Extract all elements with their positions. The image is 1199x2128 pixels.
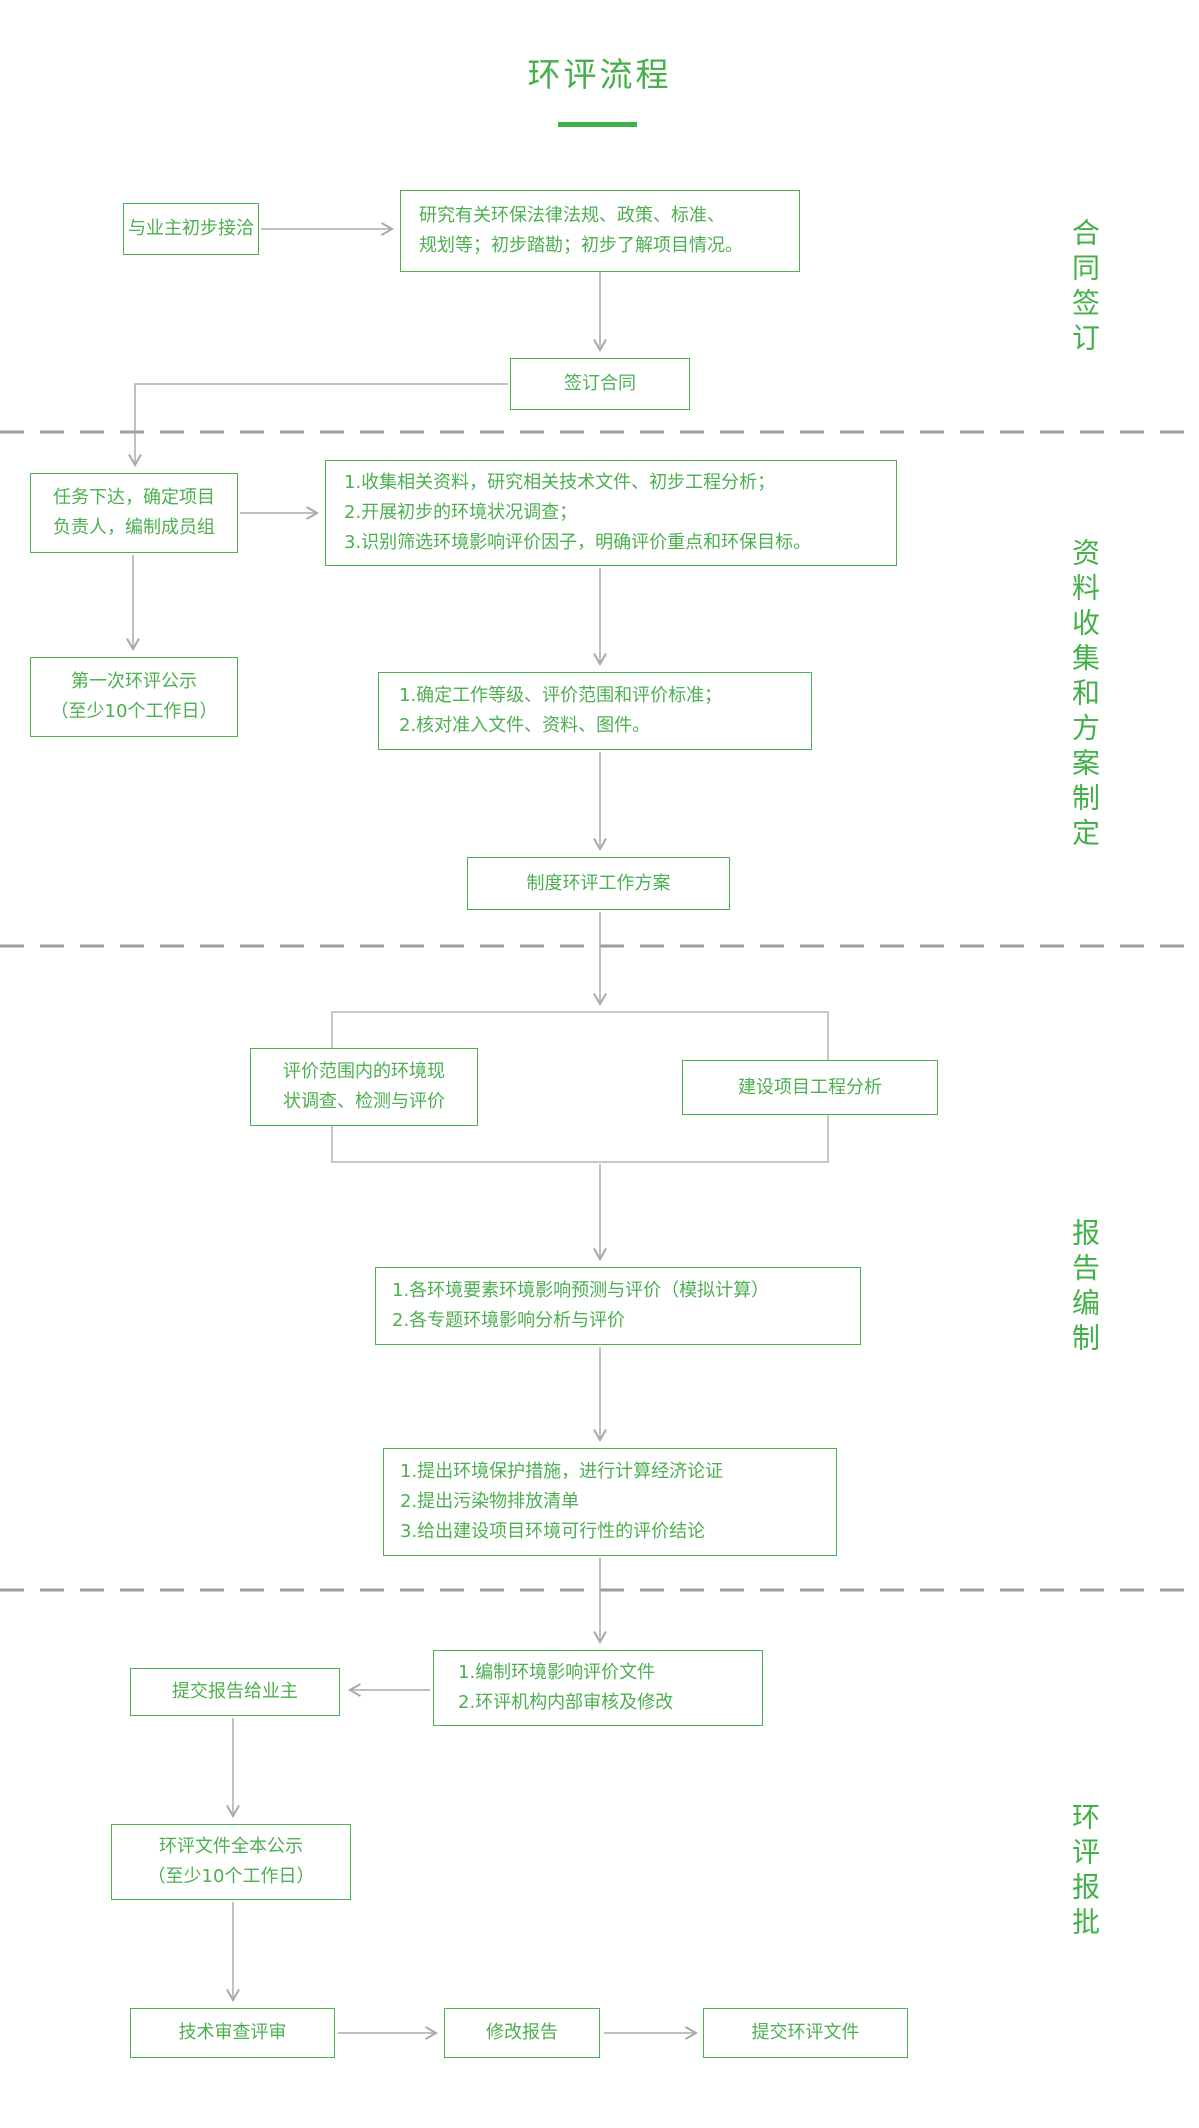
node-first-publicity: 第一次环评公示 （至少10个工作日） [30, 657, 238, 737]
node-task-assign: 任务下达，确定项目 负责人，编制成员组 [30, 473, 238, 553]
side-label-eia-approval: 环评报批 [1068, 1802, 1101, 1942]
node-revise-report: 修改报告 [444, 2008, 600, 2058]
side-label-contract-signing: 合同签订 [1068, 218, 1101, 358]
node-work-plan: 制度环评工作方案 [467, 857, 730, 910]
page-title: 环评流程 [527, 55, 672, 94]
node-status-survey: 评价范围内的环境现 状调查、检测与评价 [250, 1048, 478, 1126]
node-protection-measures: 1.提出环境保护措施，进行计算经济论证 2.提出污染物排放清单 3.给出建设项目… [383, 1448, 837, 1556]
node-full-publicity: 环评文件全本公示 （至少10个工作日） [111, 1824, 351, 1900]
node-work-level: 1.确定工作等级、评价范围和评价标准； 2.核对准入文件、资料、图件。 [378, 672, 812, 750]
node-research: 研究有关环保法律法规、政策、标准、 规划等；初步踏勘；初步了解项目情况。 [400, 190, 800, 272]
node-compile-document: 1.编制环境影响评价文件 2.环评机构内部审核及修改 [433, 1650, 763, 1726]
arrow-sign-to-task [128, 383, 508, 468]
node-submit-to-owner: 提交报告给业主 [130, 1668, 340, 1716]
side-label-data-collection-planning: 资料收集和方案制定 [1068, 538, 1101, 853]
node-submit-document: 提交环评文件 [703, 2008, 908, 2058]
title-underline [558, 122, 637, 127]
side-label-report-compilation: 报告编制 [1068, 1218, 1101, 1358]
node-initial-contact: 与业主初步接洽 [123, 203, 259, 255]
node-project-analysis: 建设项目工程分析 [682, 1060, 938, 1115]
node-impact-prediction: 1.各环境要素环境影响预测与评价（模拟计算） 2.各专题环境影响分析与评价 [375, 1267, 861, 1345]
node-sign-contract: 签订合同 [510, 358, 690, 410]
node-collect-info: 1.收集相关资料，研究相关技术文件、初步工程分析； 2.开展初步的环境状况调查；… [325, 460, 897, 566]
node-technical-review: 技术审查评审 [130, 2008, 335, 2058]
